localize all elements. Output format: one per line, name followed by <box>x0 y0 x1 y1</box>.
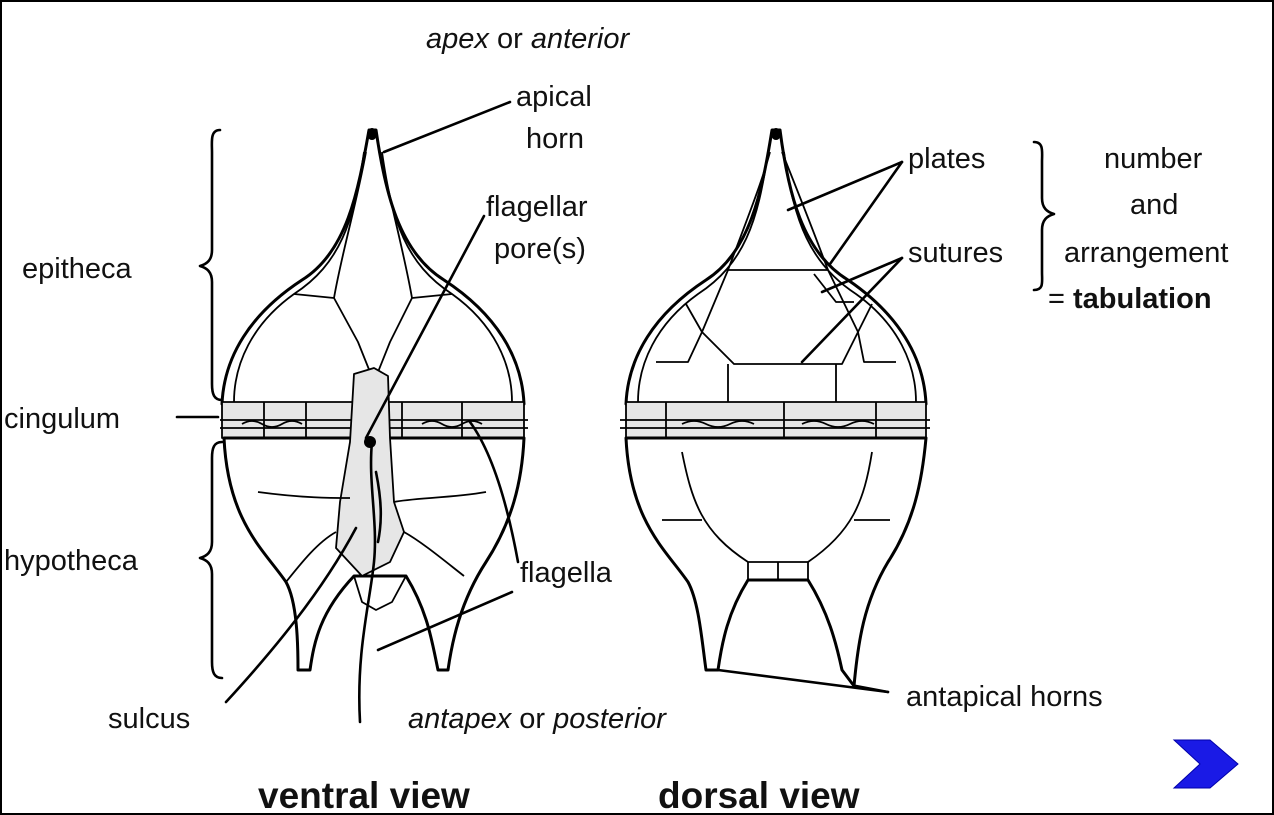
flagella-label: flagella <box>520 557 613 589</box>
apical-horn-label-2: horn <box>526 123 584 155</box>
antapex-posterior-label: antapex or posterior <box>408 703 667 735</box>
next-button[interactable] <box>1174 740 1238 788</box>
apical-horn-label-1: apical <box>516 81 592 113</box>
apex-anterior-label: apex or anterior <box>426 23 630 55</box>
sulcus-label: sulcus <box>108 703 190 735</box>
ventral-view-title: ventral view <box>258 775 470 813</box>
flagellar-pore-label-1: flagellar <box>486 191 588 223</box>
plates-label: plates <box>908 143 985 175</box>
cingulum-label: cingulum <box>4 403 120 435</box>
hypotheca-label: hypotheca <box>4 545 139 577</box>
and-label: and <box>1130 189 1178 221</box>
flagellar-pore-label-2: pore(s) <box>494 233 586 265</box>
sutures-label: sutures <box>908 237 1003 269</box>
arrangement-label: arrangement <box>1064 237 1228 269</box>
antapical-horns-label: antapical horns <box>906 681 1103 713</box>
number-label: number <box>1104 143 1203 175</box>
tabulation-label: = tabulation <box>1048 283 1212 315</box>
dorsal-view-title: dorsal view <box>658 775 860 813</box>
epitheca-label: epitheca <box>22 253 133 285</box>
dorsal-cell <box>620 128 930 686</box>
chevron-right-icon[interactable] <box>1174 740 1238 788</box>
